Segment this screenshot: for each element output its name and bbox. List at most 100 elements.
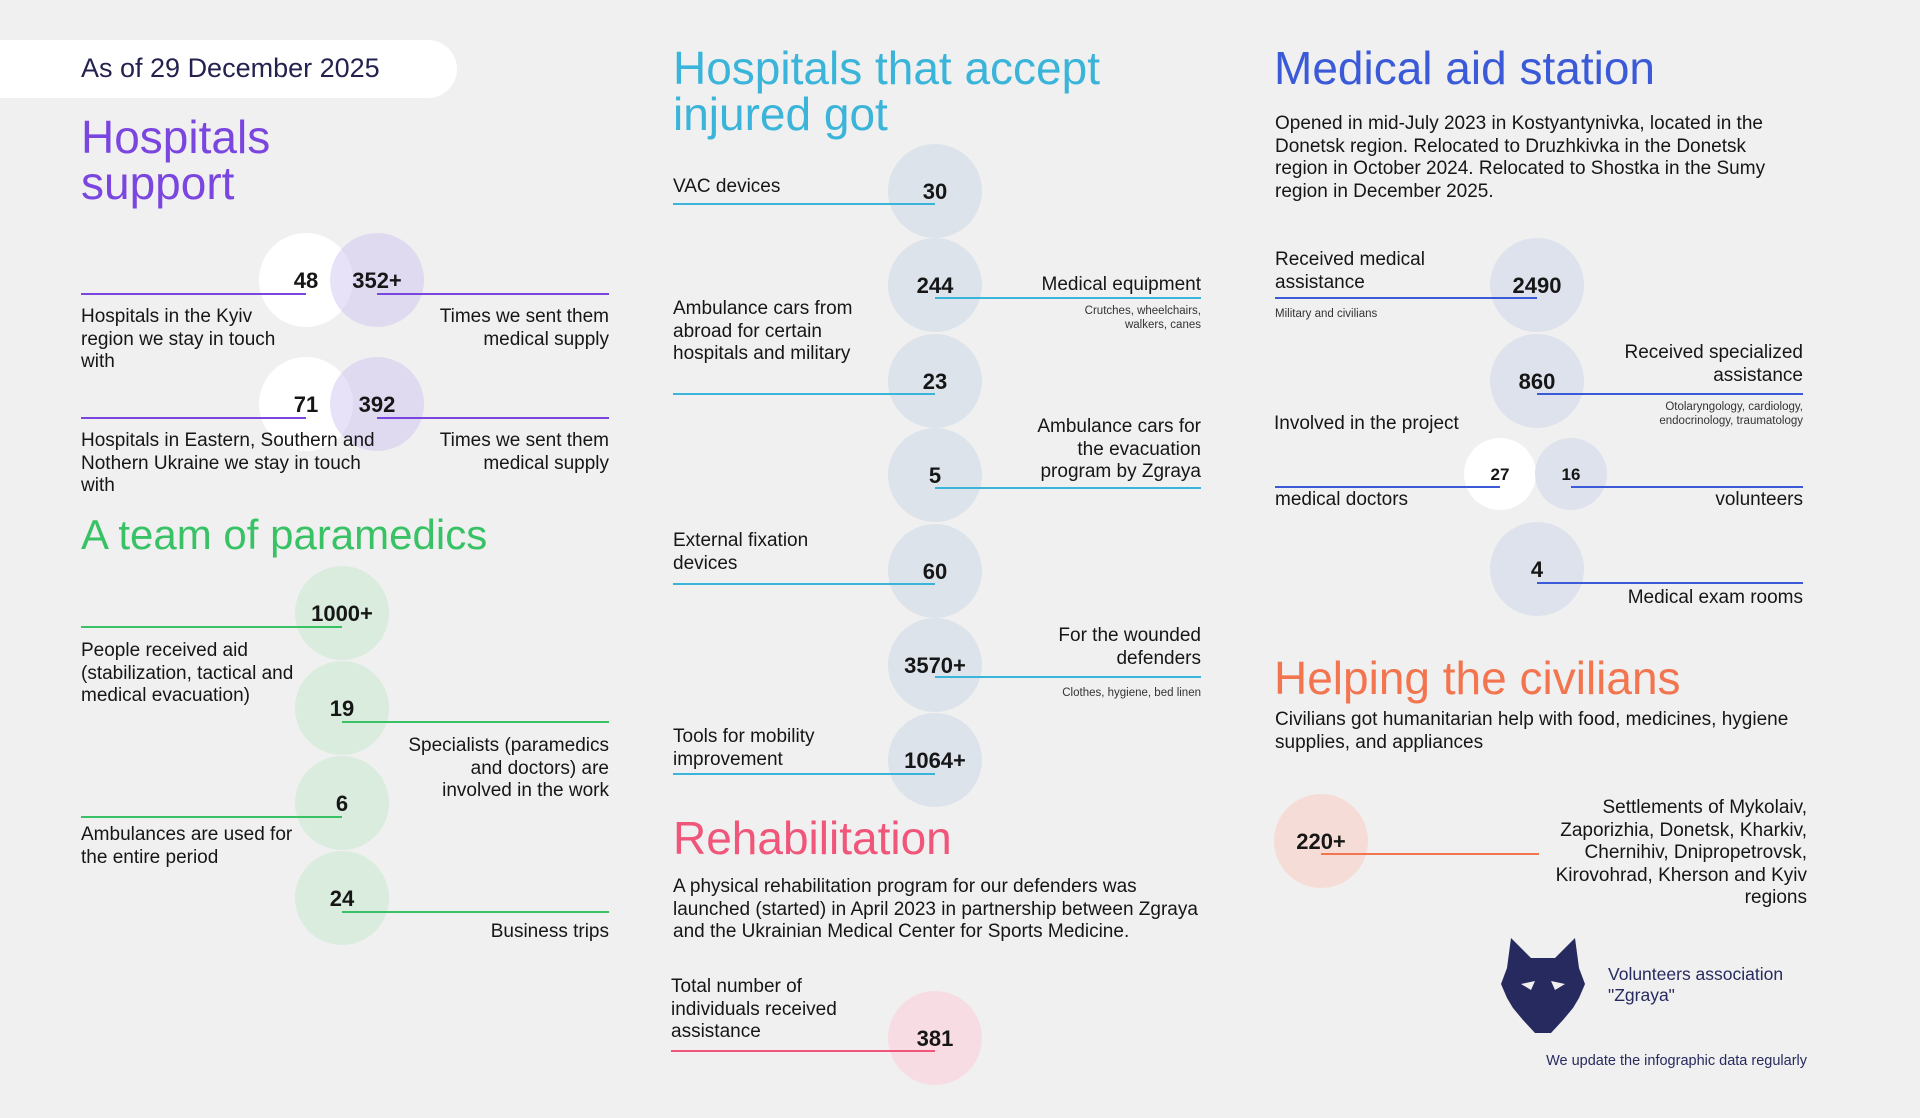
- stat-circle: [259, 233, 353, 327]
- stat-note: Military and civilians: [1275, 308, 1378, 320]
- stat-value: 2490: [1512, 273, 1562, 298]
- stat-value: 220+: [1296, 829, 1346, 854]
- date-label: As of 29 December 2025: [81, 53, 380, 83]
- divider: [1321, 853, 1539, 855]
- stat-label: Received specialized assistance: [1624, 342, 1804, 386]
- stat-label: Times we sent them medical supply: [439, 430, 609, 474]
- update-note: We update the infographic data regularly: [1546, 1053, 1807, 1069]
- divider: [377, 417, 609, 419]
- stat-label: Tools for mobility improvement: [673, 726, 815, 770]
- involved-label: Involved in the project: [1274, 413, 1459, 434]
- stat-value: 392: [358, 392, 396, 417]
- stat-value: 24: [329, 886, 355, 911]
- stat-circle: [888, 334, 982, 428]
- divider: [673, 203, 935, 205]
- stat-label: Received medical assistance: [1275, 249, 1425, 293]
- stat-circle: [888, 144, 982, 238]
- stat-value: 1000+: [311, 601, 373, 626]
- stat-value: 3570+: [904, 653, 966, 678]
- stat-circle: [1464, 438, 1536, 510]
- stat-label: Ambulance cars from abroad for certain h…: [673, 298, 853, 364]
- stat-value: 48: [293, 268, 319, 293]
- stat-note: Clothes, hygiene, bed linen: [1062, 687, 1201, 699]
- org-name: Volunteers association "Zgraya": [1608, 964, 1784, 1005]
- divider: [673, 393, 935, 395]
- divider: [673, 583, 935, 585]
- divider: [935, 297, 1201, 299]
- stat-label: Business trips: [490, 921, 609, 942]
- divider: [935, 676, 1201, 678]
- stat-label: Ambulance cars for the evacuation progra…: [1037, 416, 1201, 482]
- hospitals-support-title: Hospitals support: [81, 111, 271, 209]
- divider: [1571, 486, 1803, 488]
- stat-circle: [1490, 334, 1584, 428]
- stat-value: 381: [916, 1026, 954, 1051]
- stat-label: Medical equipment: [1041, 274, 1201, 295]
- paramedics-title: A team of paramedics: [81, 511, 488, 558]
- stat-circle: [295, 566, 389, 660]
- stat-note: Crutches, wheelchairs, walkers, canes: [1084, 305, 1201, 331]
- divider: [671, 1050, 935, 1052]
- divider: [1537, 393, 1803, 395]
- stat-circle: [330, 357, 424, 451]
- stat-label: Hospitals in Eastern, Southern and Nothe…: [81, 430, 375, 496]
- stat-value: 244: [916, 273, 954, 298]
- stat-circle: [1490, 238, 1584, 332]
- stat-label: People received aid (stabilization, tact…: [81, 640, 294, 706]
- stat-value: 71: [293, 392, 319, 417]
- stat-value: 60: [922, 559, 948, 584]
- stat-value: 27: [1490, 465, 1510, 484]
- stat-label: Hospitals in the Kyiv region we stay in …: [81, 306, 276, 372]
- divider: [1275, 297, 1537, 299]
- stat-label: Medical exam rooms: [1627, 587, 1803, 608]
- medical-station-title: Medical aid station: [1274, 42, 1655, 94]
- stat-circle: [1490, 522, 1584, 616]
- divider: [342, 911, 609, 913]
- stat-circle: [1535, 438, 1607, 510]
- stat-label: Total number of individuals received ass…: [671, 976, 837, 1042]
- stat-circle: [295, 661, 389, 755]
- stat-value: 1064+: [904, 748, 966, 773]
- stat-circle: [295, 851, 389, 945]
- stat-value: 19: [329, 696, 355, 721]
- stat-label: External fixation devices: [673, 530, 809, 574]
- stat-circle: [330, 233, 424, 327]
- stat-label: For the wounded defenders: [1058, 625, 1201, 669]
- stat-value: 352+: [352, 268, 402, 293]
- stat-circle: [888, 713, 982, 807]
- date-pill: As of 29 December 2025: [0, 40, 457, 98]
- stat-label: medical doctors: [1275, 489, 1409, 510]
- stat-label: Times we sent them medical supply: [439, 306, 609, 350]
- civilians-title: Helping the civilians: [1274, 652, 1681, 704]
- stat-value: 860: [1518, 369, 1556, 394]
- stat-value: 30: [922, 179, 948, 204]
- rehabilitation-text: A physical rehabilitation program for ou…: [673, 876, 1198, 942]
- stat-label: Settlements of Mykolaiv, Zaporizhia, Don…: [1555, 797, 1807, 908]
- wolf-logo-icon: [1501, 938, 1585, 1033]
- divider: [81, 417, 306, 419]
- divider: [81, 626, 342, 628]
- medical-station-text: Opened in mid-July 2023 in Kostyantynivk…: [1275, 113, 1766, 202]
- stat-note: Otolaryngology, cardiology, endocrinolog…: [1659, 401, 1803, 427]
- civilians-text: Civilians got humanitarian help with foo…: [1275, 709, 1789, 753]
- divider: [342, 721, 609, 723]
- rehabilitation-title: Rehabilitation: [673, 812, 952, 864]
- stat-value: 6: [335, 791, 349, 816]
- stat-value: 16: [1561, 465, 1581, 484]
- divider: [377, 293, 609, 295]
- stat-circle: [259, 357, 353, 451]
- stat-label: Specialists (paramedics and doctors) are…: [408, 735, 609, 801]
- stat-circle: [888, 428, 982, 522]
- divider: [81, 293, 306, 295]
- stat-value: 4: [1530, 557, 1544, 582]
- stat-circle: [888, 991, 982, 1085]
- stat-circle: [888, 524, 982, 618]
- divider: [81, 816, 342, 818]
- divider: [1537, 582, 1803, 584]
- stat-circle: [888, 238, 982, 332]
- stat-label: VAC devices: [673, 176, 781, 197]
- stat-circle: [295, 756, 389, 850]
- stat-label: volunteers: [1715, 489, 1803, 510]
- stat-label: Ambulances are used for the entire perio…: [81, 824, 293, 868]
- divider: [935, 487, 1201, 489]
